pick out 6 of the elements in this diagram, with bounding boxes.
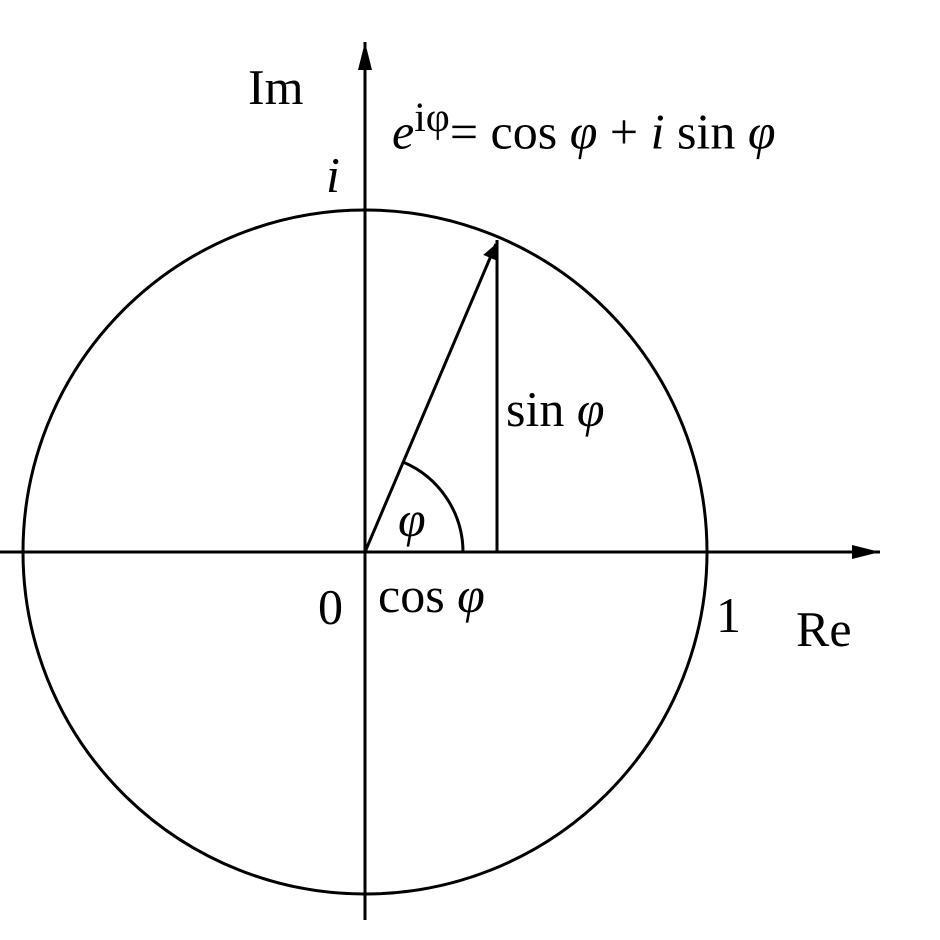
axis-label: Re xyxy=(796,604,852,654)
tick-label: 0 xyxy=(318,582,343,632)
tick-label: 1 xyxy=(716,590,741,640)
formula: e$^{iφ}$= cos φ + i sin φ xyxy=(392,98,776,157)
axis-label: Im xyxy=(248,62,304,112)
tick-label: i xyxy=(326,150,340,200)
